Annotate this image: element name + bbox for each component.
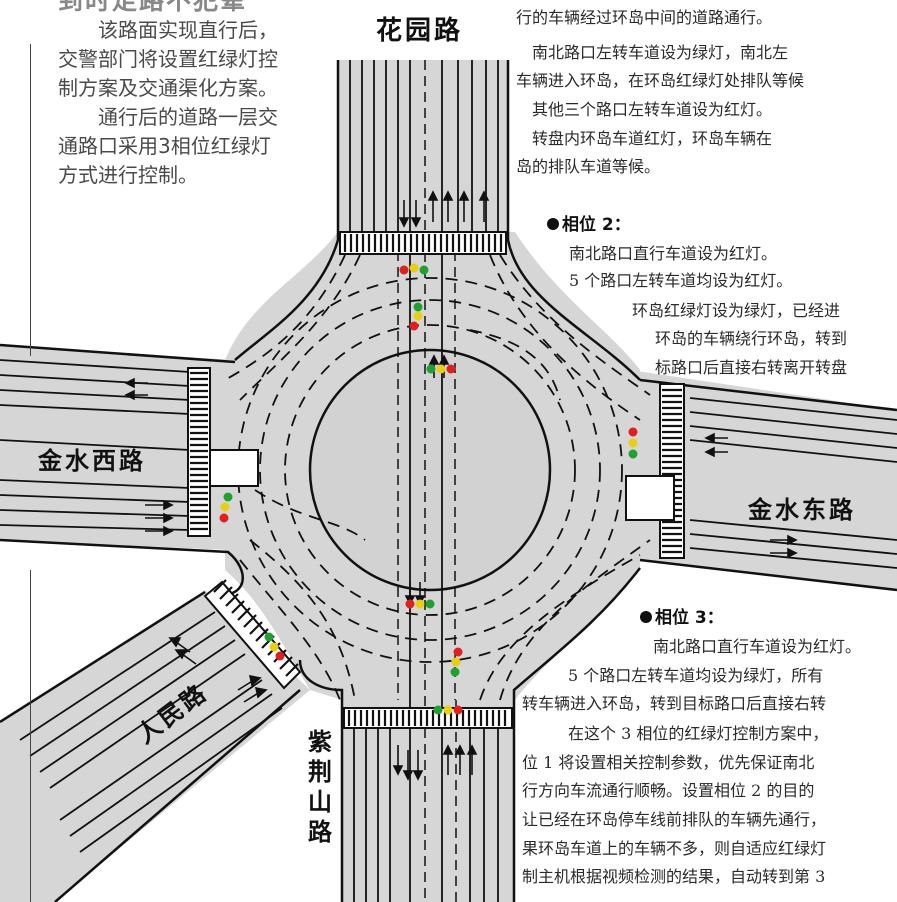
- phase1-line: 南北路口左转车道设为绿灯，南北左: [516, 43, 789, 62]
- left-paragraph: 该路面实现直行后，交警部门将设置红绿灯控制方案及交通渠化方案。: [58, 18, 278, 100]
- phase3-title-text: 相位 3：: [655, 608, 724, 628]
- phase2-line: 标路口后直接右转离开转盘: [655, 358, 848, 377]
- bullet-icon: [547, 218, 559, 230]
- southwest-road: [0, 590, 310, 902]
- central-island: [308, 348, 552, 592]
- west-road: [0, 345, 235, 550]
- phase3-line: 行方向车流通行顺畅。设置相位 2 的目的: [522, 781, 815, 800]
- phase3-line: 在这个 3 相位的红绿灯控制方案中，: [552, 724, 829, 743]
- left-column-rule: [30, 44, 31, 356]
- phase2-title: 相位 2：: [547, 210, 631, 235]
- phase2-line: 5 个路口左转车道均设为红灯。: [569, 271, 793, 290]
- road-label-west: 金水西路: [38, 447, 146, 475]
- left-text-column: 到时走路不犯晕 该路面实现直行后，交警部门将设置红绿灯控制方案及交通渠化方案。 …: [58, 0, 286, 190]
- phase3-line: 制主机根据视频检测的结果，自动转到第 3: [522, 867, 826, 886]
- left-paragraph: 通行后的道路一层交通路口采用3相位红绿灯方式进行控制。: [58, 105, 278, 187]
- traffic-lights: [219, 263, 638, 715]
- left-column-rule-lower: [30, 570, 31, 902]
- road-label-east: 金水东路: [748, 496, 856, 524]
- phase3-line: 让已经在环岛停车线前排队的车辆先通行，: [522, 810, 827, 829]
- phase3-line: 5 个路口左转车道均设为绿灯，所有: [568, 666, 824, 685]
- road-label-north: 花园路: [376, 16, 464, 46]
- phase3-title: 相位 3：: [640, 603, 724, 628]
- phase1-line: 其他三个路口左转车道设为红灯。: [516, 100, 773, 119]
- north-road: [338, 60, 508, 260]
- east-crosswalk: [659, 383, 685, 559]
- phase2-line: 环岛红绿灯设为绿灯，已经进: [632, 301, 841, 320]
- road-label-south-1: 紫: [308, 728, 335, 756]
- southwest-crosswalk: [203, 580, 302, 690]
- phase3-line: 南北路口直行车道设为红灯。: [653, 637, 862, 656]
- road-label-south-4: 路: [308, 818, 335, 846]
- phase3-line: 位 1 将设置相关控制参数，优先保证南北: [522, 753, 815, 772]
- phase1-line: 转盘内环岛车道红灯，环岛车辆在: [516, 129, 773, 148]
- phase1-line: 行的车辆经过环岛中间的道路通行。: [516, 8, 773, 27]
- phase1-line: 车辆进入环岛，在环岛红绿灯处排队等候: [516, 71, 805, 90]
- phase3-line: 转车辆进入环岛，转到目标路口后直接右转: [522, 694, 827, 713]
- phase2-line: 南北路口直行车道设为红灯。: [569, 244, 778, 263]
- phase1-line: 岛的排队车道等候。: [516, 157, 661, 176]
- headline: 到时走路不犯晕: [58, 0, 248, 15]
- phase2-line: 环岛的车辆绕行环岛，转到: [655, 329, 848, 348]
- road-label-south-3: 山: [308, 788, 335, 816]
- bullet-icon: [640, 611, 652, 623]
- phase3-line: 果环岛车道上的车辆不多，则自适应红绿灯: [522, 839, 827, 858]
- road-label-south-2: 荆: [308, 758, 335, 786]
- phase2-title-text: 相位 2：: [562, 215, 631, 235]
